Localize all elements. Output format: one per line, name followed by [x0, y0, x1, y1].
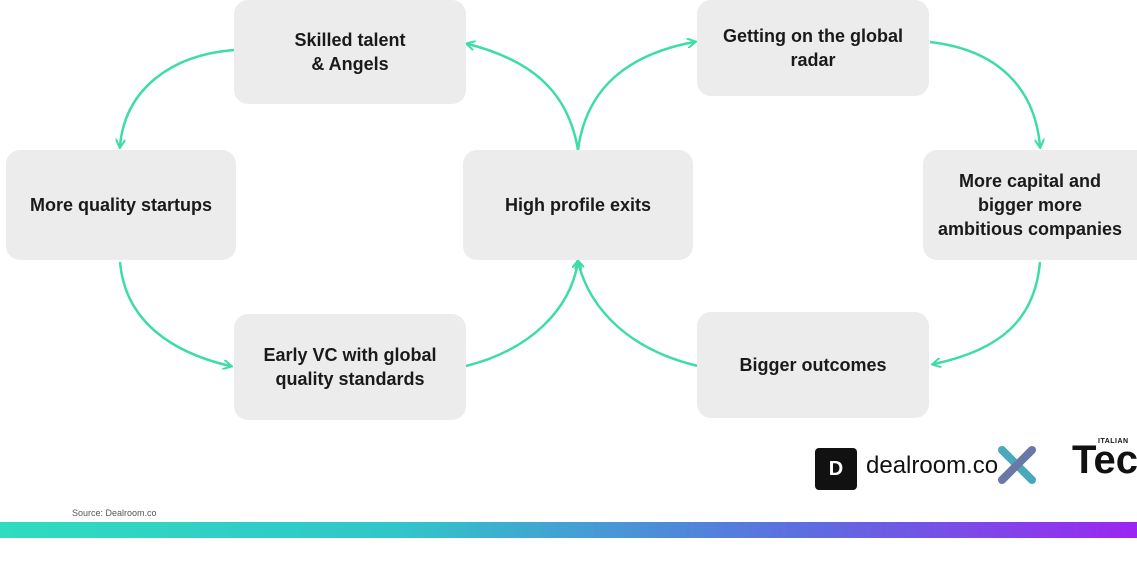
node-bigger-outcomes: Bigger outcomes — [697, 312, 929, 418]
arrow-startups-to-earlyvc — [118, 261, 230, 366]
source-note: Source: Dealroom.co — [72, 508, 157, 518]
arrow-capital-to-outcomes — [934, 261, 1042, 364]
arrow-radar-to-capital — [929, 40, 1040, 146]
dealroom-logo: D — [815, 448, 857, 490]
node-high-profile-exits: High profile exits — [463, 150, 693, 260]
gradient-bar — [0, 522, 1137, 538]
arrow-earlyvc-to-exits — [465, 262, 578, 368]
arrow-exits-to-skilled — [468, 44, 580, 151]
node-more-quality-startups: More quality startups — [6, 150, 236, 260]
collab-x-icon — [998, 446, 1036, 484]
dealroom-logo-mark: D — [828, 457, 844, 480]
node-getting-global-radar: Getting on the global radar — [697, 0, 929, 96]
arrow-exits-to-radar — [576, 42, 694, 151]
arrow-skilled-to-startups — [120, 48, 235, 146]
dealroom-wordmark: dealroom.co — [866, 452, 999, 479]
node-skilled-talent: Skilled talent & Angels — [234, 0, 466, 104]
node-more-capital: More capital and bigger more ambitious c… — [923, 150, 1137, 260]
italian-tech-label: ITALIAN — [1098, 438, 1129, 445]
italian-tech-logo: Tec — [1072, 438, 1137, 482]
node-early-vc: Early VC with global quality standards — [234, 314, 466, 420]
arrow-outcomes-to-exits — [578, 262, 699, 368]
